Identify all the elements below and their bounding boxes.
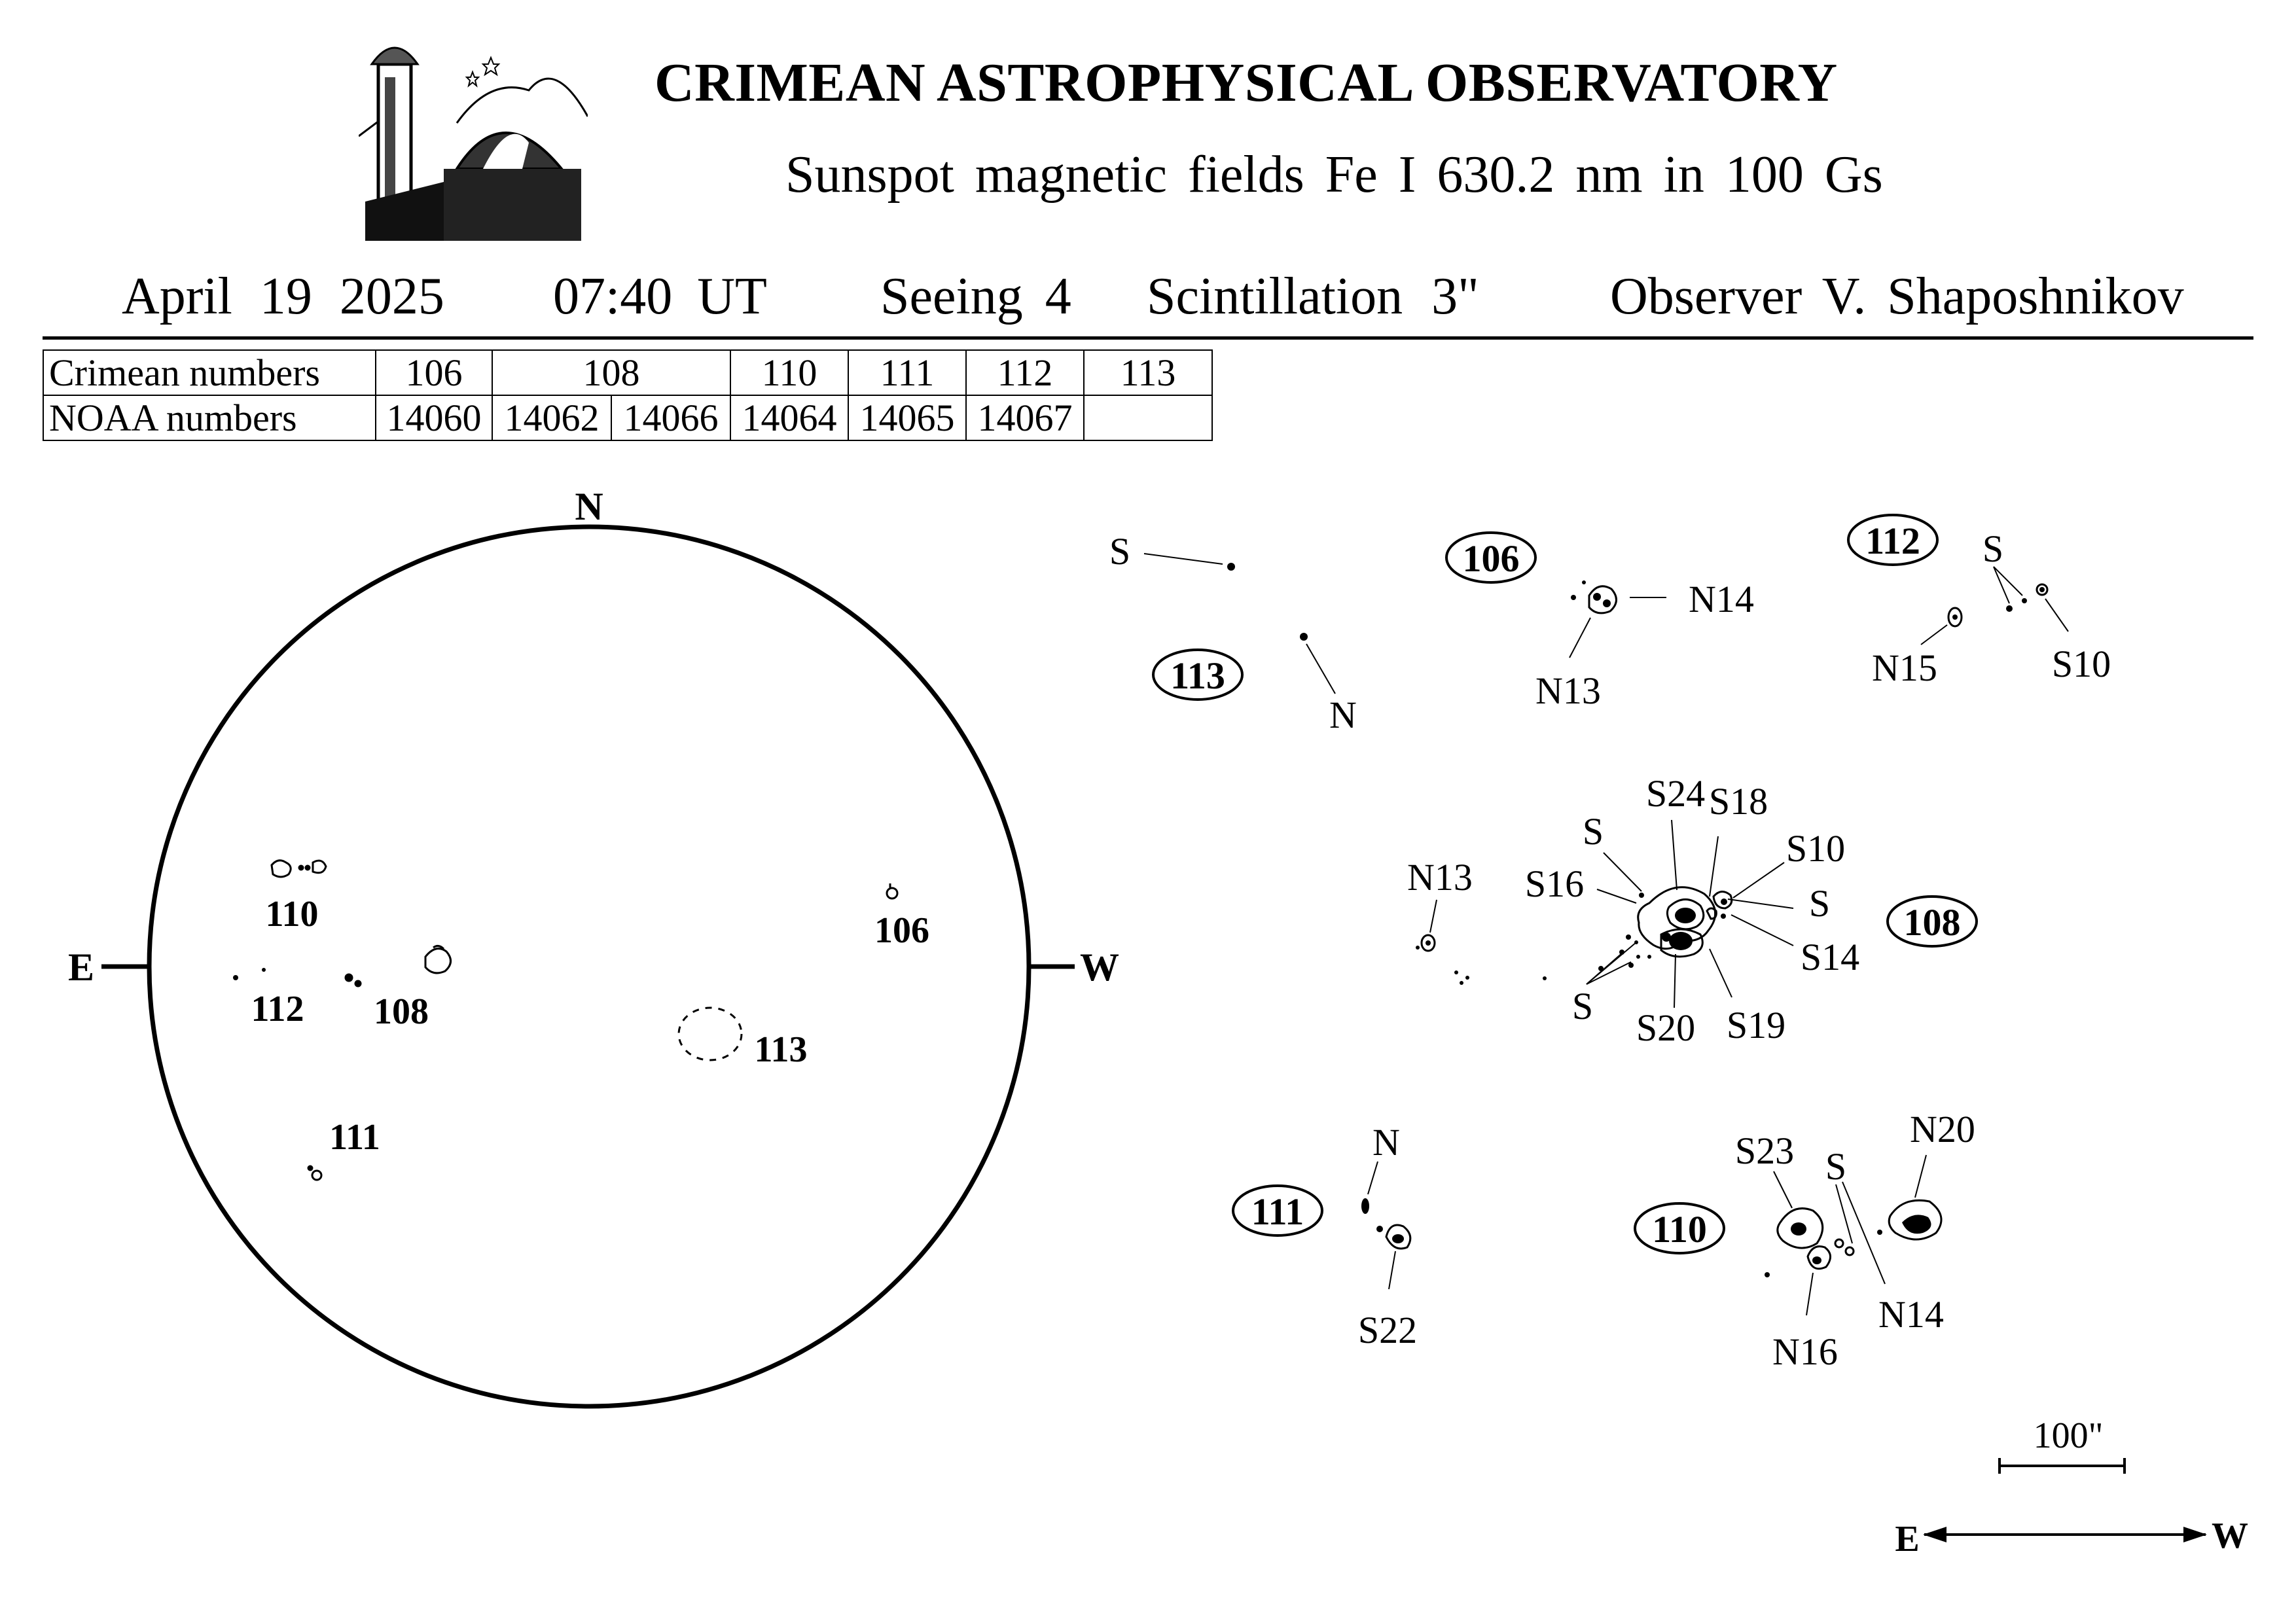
region-badge xyxy=(1445,531,1537,584)
spot-label: N13 xyxy=(1407,856,1473,898)
region-badge xyxy=(1232,1184,1323,1237)
disk-label-106: 106 xyxy=(874,910,929,951)
region-badge xyxy=(1886,895,1978,948)
spot-label: S20 xyxy=(1636,1006,1695,1049)
table-cell: 14067 xyxy=(965,395,1085,441)
spot-label: S22 xyxy=(1358,1309,1417,1351)
spot-label: S10 xyxy=(2052,643,2111,685)
spot-label: S xyxy=(1825,1145,1846,1188)
disk-spot-108 xyxy=(344,944,452,987)
region-badge xyxy=(1152,649,1244,701)
spot-label: N15 xyxy=(1872,647,1937,689)
detail-region-111: 111 N S22 xyxy=(1232,1121,1417,1351)
solar-disk-outline xyxy=(147,524,1031,1409)
north-label: N xyxy=(575,485,603,528)
table-cell: 112 xyxy=(965,349,1085,396)
region-number: 112 xyxy=(1865,520,1920,562)
spot-label: S16 xyxy=(1525,862,1584,905)
table-row-label: Crimean numbers xyxy=(43,349,376,396)
region-number: 108 xyxy=(1904,901,1961,944)
observation-time: 07:40 UT xyxy=(553,268,767,325)
page-subtitle: Sunspot magnetic fields Fe I 630.2 nm in… xyxy=(785,146,1883,204)
orientation-west-label: W xyxy=(2212,1516,2248,1556)
region-number: 111 xyxy=(1251,1190,1304,1233)
disk-spot-106 xyxy=(886,883,899,900)
scale-bar-label: 100" xyxy=(2034,1415,2104,1456)
disk-spot-111 xyxy=(307,1165,323,1181)
observatory-logo xyxy=(359,38,588,247)
disk-spot-110 xyxy=(270,859,327,878)
spot-label: N20 xyxy=(1910,1108,1975,1150)
table-row-label: NOAA numbers xyxy=(43,395,376,441)
header-divider xyxy=(43,336,2253,340)
scale-bar: 100" xyxy=(1998,1415,2126,1474)
detail-region-108: 108 S24 S18 xyxy=(1407,772,1978,1049)
detail-region-110: 110 N20 S23 S N14 N16 xyxy=(1634,1108,1975,1373)
spot-label: N14 xyxy=(1689,578,1754,620)
spot-label: S xyxy=(1109,530,1130,573)
region-number: 106 xyxy=(1463,537,1520,580)
spot-label: S xyxy=(1572,985,1593,1027)
table-cell: 110 xyxy=(730,349,849,396)
table-cell: 14062 xyxy=(492,395,612,441)
spot-label: N13 xyxy=(1535,669,1601,712)
table-cell xyxy=(1083,395,1213,441)
spot-label: S19 xyxy=(1727,1004,1785,1046)
disk-spot-113 xyxy=(677,1006,743,1061)
page-title: CRIMEAN ASTROPHYSICAL OBSERVATORY xyxy=(655,52,1838,113)
table-cell: 14066 xyxy=(611,395,731,441)
region-number-table: Crimean numbers 106 108 110 111 112 113 … xyxy=(43,349,1213,441)
spot-label: S10 xyxy=(1786,827,1845,870)
detail-region-113: 113 S N xyxy=(1109,530,1357,736)
detail-region-106: 106 N14 N13 xyxy=(1445,531,1754,712)
spot-label: N xyxy=(1372,1121,1400,1164)
spot-label: S18 xyxy=(1709,780,1768,823)
orientation-east-label: E xyxy=(1895,1519,1919,1559)
observer-name: Observer V. Shaposhnikov xyxy=(1610,268,2184,325)
spot-label: N16 xyxy=(1772,1330,1838,1373)
region-number: 113 xyxy=(1170,654,1225,697)
arrow-right-icon xyxy=(2183,1527,2207,1542)
solar-disk-group: N E W 110 106 112 108 113 xyxy=(68,485,1119,1409)
orientation-arrow: E W xyxy=(1895,1516,2248,1559)
spot-label: S24 xyxy=(1646,772,1705,815)
table-cell: 113 xyxy=(1083,349,1213,396)
table-cell: 106 xyxy=(375,349,493,396)
spot-label: S23 xyxy=(1735,1129,1794,1172)
disk-label-110: 110 xyxy=(266,894,319,934)
table-cell: 14064 xyxy=(730,395,849,441)
table-cell: 14060 xyxy=(375,395,493,441)
disk-label-112: 112 xyxy=(251,989,304,1029)
table-cell: 14065 xyxy=(848,395,967,441)
region-badge xyxy=(1634,1202,1725,1254)
disk-label-108: 108 xyxy=(374,991,429,1032)
west-label: W xyxy=(1080,946,1119,989)
disk-label-113: 113 xyxy=(755,1029,808,1070)
table-cell: 108 xyxy=(492,349,731,396)
disk-label-111: 111 xyxy=(329,1117,380,1158)
spot-label: N14 xyxy=(1878,1293,1944,1336)
scintillation-value: Scintillation 3" xyxy=(1147,268,1479,325)
spot-label: S xyxy=(1982,527,2003,570)
region-badge xyxy=(1847,514,1939,566)
table-row: Crimean numbers 106 108 110 111 112 113 xyxy=(43,349,1213,396)
arrow-left-icon xyxy=(1923,1527,1946,1542)
spot-label: N xyxy=(1329,694,1357,736)
observation-date: April 19 2025 xyxy=(122,268,444,325)
spot-label: S14 xyxy=(1801,936,1859,978)
region-number: 110 xyxy=(1652,1208,1707,1251)
detail-region-112: 112 S N15 S10 xyxy=(1847,514,2111,689)
disk-spot-112 xyxy=(233,968,266,980)
seeing-value: Seeing 4 xyxy=(880,268,1071,325)
east-label: E xyxy=(68,946,94,989)
table-row: NOAA numbers 14060 14062 14066 14064 140… xyxy=(43,395,1213,441)
spot-label: S xyxy=(1809,882,1830,925)
spot-label: S xyxy=(1583,810,1604,853)
table-cell: 111 xyxy=(848,349,967,396)
